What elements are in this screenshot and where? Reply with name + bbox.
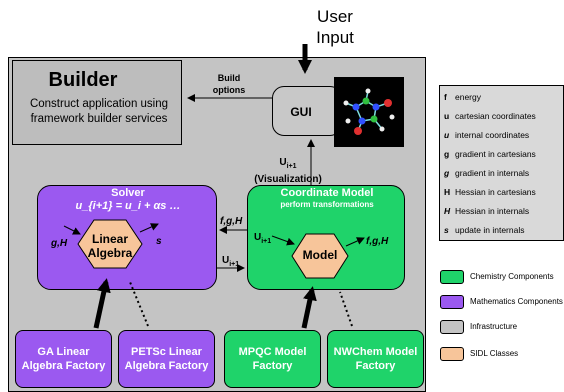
color-swatch-mathematics bbox=[440, 295, 464, 309]
solver-title: Solver bbox=[111, 187, 145, 199]
model-hexagon bbox=[291, 233, 349, 279]
color-swatch-chemistry bbox=[440, 270, 464, 284]
fgh-out-arrow bbox=[345, 237, 365, 247]
build-options-label: Build options bbox=[212, 73, 246, 95]
color-key-infrastructure: Infrastructure bbox=[470, 322, 518, 331]
linear-algebra-label: Linear Algebra bbox=[86, 232, 134, 260]
visualization-label: Ui+1 (Visualization) bbox=[252, 156, 324, 186]
ga-linear-algebra-factory[interactable]: GA Linear Algebra Factory bbox=[15, 330, 112, 388]
color-swatch-sidl bbox=[440, 347, 464, 361]
nwchem-factory-arrow bbox=[339, 291, 353, 327]
link-fgh-label: f,g,H bbox=[220, 216, 243, 227]
coordinate-model-subtitle: perform transformations bbox=[280, 200, 374, 209]
s-out-arrow bbox=[139, 223, 159, 233]
linear-algebra-line1: Linear bbox=[91, 232, 128, 246]
u-vis-symbol: U bbox=[279, 157, 287, 168]
linear-algebra-hexagon bbox=[77, 219, 143, 269]
coordinate-fgh-label: f,g,H bbox=[366, 236, 389, 247]
petsc-factory-arrow bbox=[129, 281, 149, 327]
petsc-linear-algebra-factory[interactable]: PETSc Linear Algebra Factory bbox=[118, 330, 215, 388]
coordinate-model-title: Coordinate Model bbox=[280, 187, 374, 199]
solver-gh-label: g,H bbox=[51, 238, 68, 249]
color-key-sidl: SIDL Classes bbox=[470, 349, 519, 358]
solver-equation: u_{i+1} = u_i + αs … bbox=[75, 200, 181, 212]
builder-title: Builder bbox=[48, 69, 118, 91]
builder-subtitle: Construct application using framework bu… bbox=[29, 98, 169, 125]
builder-box: Builder Construct application using fram… bbox=[12, 60, 182, 145]
user-input-label: User Input bbox=[300, 6, 370, 48]
nwchem-model-factory[interactable]: NWChem Model Factory bbox=[327, 330, 424, 388]
model-label: Model bbox=[302, 248, 338, 262]
coordinate-u-in-symbol: U bbox=[254, 232, 262, 243]
u-vis-subscript: i+1 bbox=[286, 163, 297, 170]
coordinate-u-in-subscript: i+1 bbox=[261, 238, 272, 245]
gui-label: GUI bbox=[290, 105, 312, 119]
molecule-icon bbox=[343, 88, 395, 135]
link-u-symbol: U bbox=[222, 255, 230, 266]
user-input-line1: User bbox=[317, 7, 353, 26]
gh-in-arrow bbox=[63, 225, 81, 235]
molecule-visualization bbox=[334, 77, 404, 147]
color-key-mathematics: Mathematics Components bbox=[470, 297, 563, 306]
gui-box[interactable]: GUI bbox=[272, 86, 342, 136]
user-input-line2: Input bbox=[316, 28, 354, 47]
link-u-subscript: i+1 bbox=[229, 261, 240, 268]
linear-algebra-line2: Algebra bbox=[87, 246, 133, 260]
ga-factory-arrow bbox=[93, 278, 111, 329]
color-key-chemistry: Chemistry Components bbox=[470, 272, 554, 281]
mpqc-model-factory[interactable]: MPQC Model Factory bbox=[224, 330, 321, 388]
u-vis-caption: (Visualization) bbox=[254, 174, 322, 185]
solver-s-label: s bbox=[156, 236, 162, 247]
coordinate-u-in-label: Ui+1 bbox=[254, 232, 271, 245]
color-swatch-infrastructure bbox=[440, 320, 464, 334]
u-in-arrow bbox=[271, 235, 295, 246]
mpqc-factory-arrow bbox=[301, 286, 317, 329]
link-u-label: Ui+1 bbox=[222, 255, 239, 268]
